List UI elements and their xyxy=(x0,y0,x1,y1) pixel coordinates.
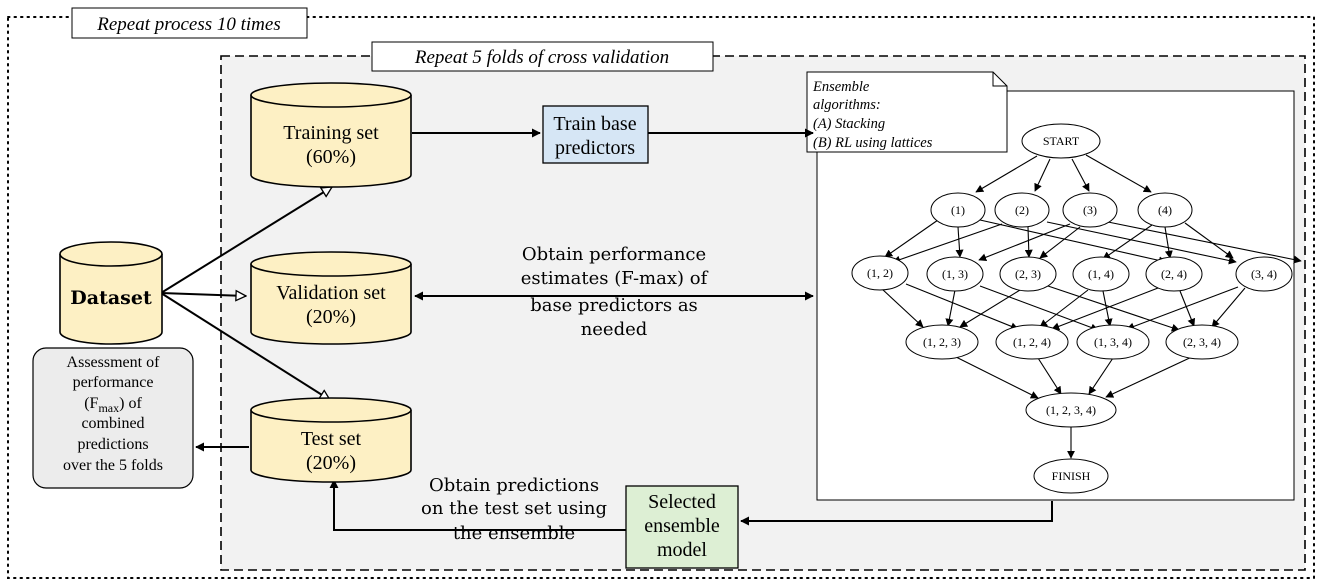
lattice-nodes xyxy=(851,123,1293,494)
validation-set-cylinder xyxy=(250,251,412,345)
node-finish xyxy=(1033,458,1109,494)
outer-loop-label: Repeat process 10 times xyxy=(96,14,280,35)
node-1-2-3-4 xyxy=(1025,392,1117,428)
arrow-ensemble-to-selected xyxy=(740,501,1053,526)
node-finish-label: FINISH xyxy=(1052,469,1091,483)
node-1-3-4-label: (1, 3, 4) xyxy=(1094,335,1132,349)
assessment-line1: Assessment of xyxy=(67,354,161,371)
node-3-label: (3) xyxy=(1083,203,1097,217)
selected-ensemble-line3: model xyxy=(657,539,707,561)
node-start xyxy=(1021,123,1101,159)
train-base-line2: predictors xyxy=(555,137,635,159)
inner-loop-label: Repeat 5 folds of cross validation xyxy=(414,47,669,68)
train-base-line1: Train base xyxy=(553,113,636,135)
node-2-3 xyxy=(999,256,1057,292)
node-1-2 xyxy=(851,255,909,291)
selected-ensemble-line1: Selected xyxy=(648,491,716,513)
node-3-4-label: (3, 4) xyxy=(1251,267,1277,281)
perf-estimates-line3: base predictors as xyxy=(530,295,698,316)
node-1-label: (1) xyxy=(951,203,965,217)
test-set-cylinder xyxy=(250,397,412,483)
obtain-predictions-line1: Obtain predictions xyxy=(429,475,599,496)
node-2-4-label: (2, 4) xyxy=(1161,267,1187,281)
perf-estimates-line1: Obtain performance xyxy=(522,244,706,265)
node-2-label: (2) xyxy=(1015,203,1029,217)
node-4 xyxy=(1137,192,1193,228)
assessment-box xyxy=(32,347,194,489)
assessment-line4: combined xyxy=(81,415,144,432)
ensemble-note-line2: algorithms: xyxy=(813,97,881,113)
node-1-2-3-4-label: (1, 2, 3, 4) xyxy=(1046,403,1096,417)
outer-loop-box xyxy=(7,16,1315,579)
node-1-3-label: (1, 3) xyxy=(942,267,968,281)
arrow-dataset-to-test xyxy=(160,292,330,401)
arrow-dataset-to-validation xyxy=(160,293,246,296)
dataset-cylinder xyxy=(59,241,163,345)
validation-set-line1: Validation set xyxy=(276,282,386,304)
inner-loop-label-box xyxy=(371,41,714,72)
obtain-predictions-text: Obtain predictions on the test set using… xyxy=(421,475,607,544)
node-2-3-label: (2, 3) xyxy=(1015,267,1041,281)
node-2-4 xyxy=(1145,256,1203,292)
assessment-line3: (Fmax) of xyxy=(84,395,142,415)
node-3-4 xyxy=(1235,256,1293,292)
node-1-2-3 xyxy=(905,324,979,360)
ensemble-note-line1: Ensemble xyxy=(812,79,870,95)
node-1-3 xyxy=(926,256,984,292)
obtain-predictions-line3: the ensemble xyxy=(453,523,575,544)
train-base-box xyxy=(542,105,649,164)
arrow-dataset-to-training xyxy=(160,186,332,294)
ensemble-note-line3: (A) Stacking xyxy=(813,116,885,132)
ensemble-note-fold xyxy=(992,72,1007,87)
training-set-line1: Training set xyxy=(283,122,379,144)
node-2 xyxy=(994,192,1050,228)
selected-ensemble-box xyxy=(625,485,739,569)
test-set-line2: (20%) xyxy=(306,452,356,474)
perf-estimates-line4: needed xyxy=(581,319,648,340)
node-2-3-4 xyxy=(1165,324,1239,360)
node-1 xyxy=(930,192,986,228)
node-start-label: START xyxy=(1043,134,1080,148)
node-1-2-3-label: (1, 2, 3) xyxy=(923,335,961,349)
node-1-2-4-label: (1, 2, 4) xyxy=(1013,335,1051,349)
assessment-line2: performance xyxy=(73,374,154,391)
arrow-selected-to-test xyxy=(329,479,626,531)
node-1-4 xyxy=(1072,256,1130,292)
node-1-3-4 xyxy=(1076,324,1150,360)
node-1-2-4 xyxy=(995,324,1069,360)
dataset-label: Dataset xyxy=(70,287,152,309)
test-set-line1: Test set xyxy=(301,428,362,450)
assessment-text: Assessment of performance (Fmax) of comb… xyxy=(63,354,163,474)
perf-estimates-text: Obtain performance estimates (F-max) of … xyxy=(521,244,709,340)
selected-ensemble-line2: ensemble xyxy=(644,515,720,537)
lattice-labels: START (1) (2) (3) (4) (1, 2) (1, 3) (2, … xyxy=(867,134,1277,483)
training-set-cylinder xyxy=(250,82,412,188)
ensemble-note xyxy=(806,71,1008,153)
flow-arrows xyxy=(160,128,1053,531)
node-1-4-label: (1, 4) xyxy=(1088,267,1114,281)
validation-set-line2: (20%) xyxy=(306,306,356,328)
ensemble-note-text: Ensemble algorithms: (A) Stacking (B) RL… xyxy=(812,79,933,151)
node-3 xyxy=(1062,192,1118,228)
perf-estimates-line2: estimates (F-max) of xyxy=(521,268,709,289)
training-set-line2: (60%) xyxy=(306,146,356,168)
assessment-line6: over the 5 folds xyxy=(63,457,163,474)
node-2-3-4-label: (2, 3, 4) xyxy=(1183,335,1221,349)
ensemble-note-line4: (B) RL using lattices xyxy=(813,135,933,151)
node-1-2-label: (1, 2) xyxy=(867,266,893,280)
node-4-label: (4) xyxy=(1158,203,1172,217)
assessment-line5: predictions xyxy=(77,436,148,453)
lattice-edges xyxy=(881,154,1302,459)
outer-loop-label-box xyxy=(71,7,308,39)
obtain-predictions-line2: on the test set using xyxy=(421,498,607,519)
